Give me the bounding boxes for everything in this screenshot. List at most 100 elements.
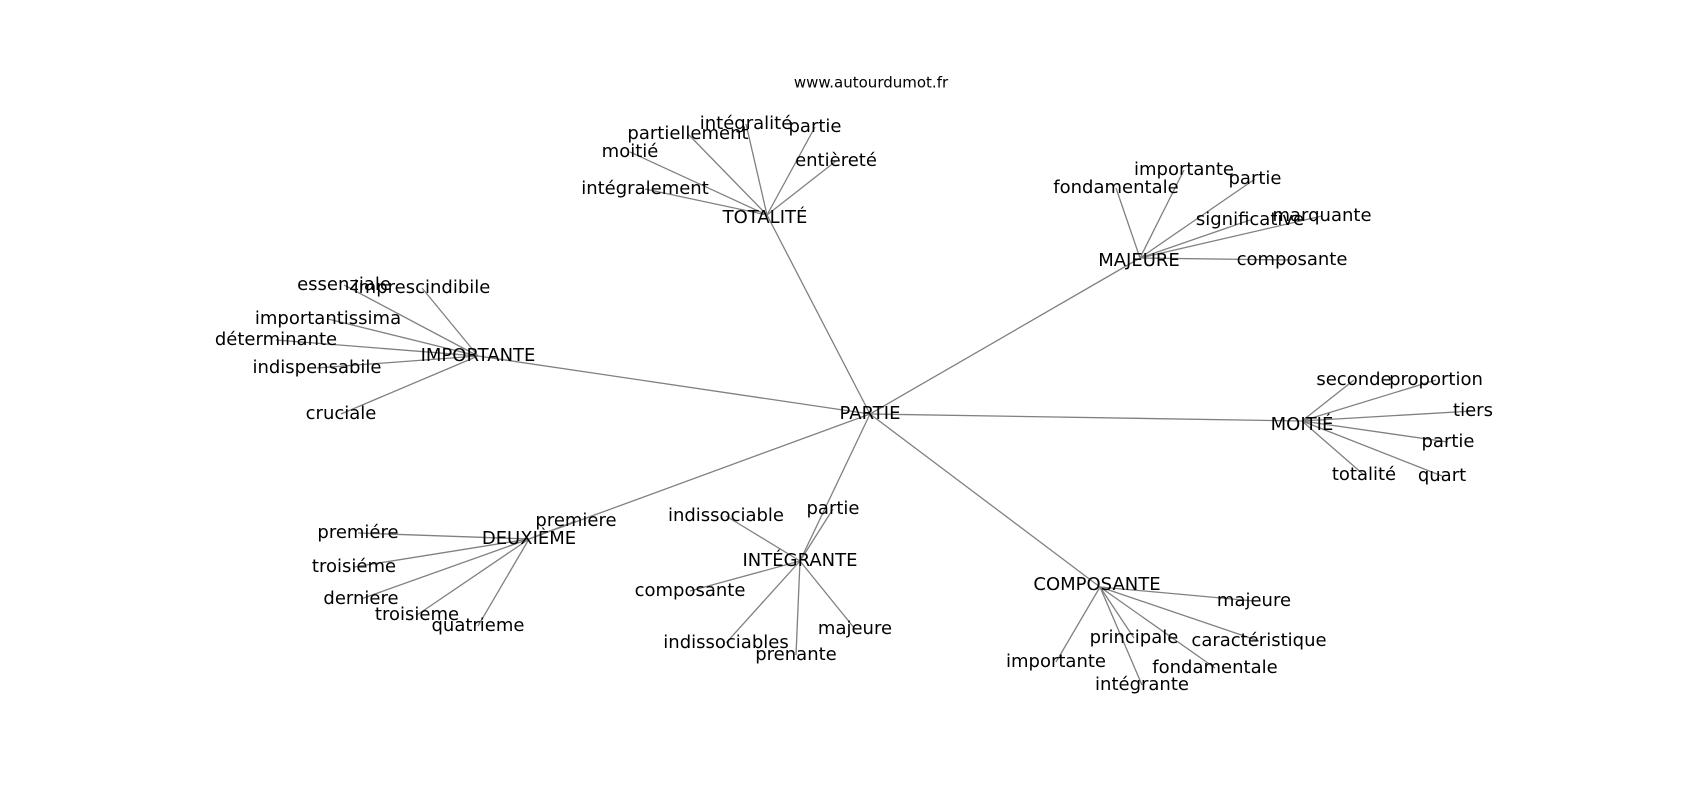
leaf-node-label: totalité: [1332, 464, 1396, 485]
root-node-label: PARTIE: [840, 403, 901, 424]
leaf-node-label: partiellement: [627, 123, 748, 144]
edge-hub-to-leaf: [766, 160, 837, 216]
edge-hub-to-leaf: [1139, 257, 1293, 261]
leaf-node-label: indissociables: [663, 632, 788, 653]
leaf-node-label: prenante: [755, 644, 836, 665]
hub-node-label: INTÉGRANTE: [742, 549, 857, 571]
hub-node-label: DEUXIÈME: [482, 527, 576, 549]
leaf-node-label: intégralement: [581, 178, 709, 199]
edge-hub-to-leaf: [353, 538, 530, 568]
edge-hub-to-leaf: [416, 538, 530, 616]
leaf-node-label: moitié: [602, 141, 659, 162]
edge-hub-to-leaf: [357, 532, 530, 540]
hub-node-label: MOITIÉ: [1271, 413, 1334, 435]
edge-root-to-hub: [869, 257, 1141, 415]
leaf-node-label: marquante: [1272, 205, 1371, 226]
edge-root-to-hub: [799, 413, 871, 562]
edge-hub-to-leaf: [1139, 169, 1185, 259]
edge-hub-to-leaf: [687, 133, 768, 216]
edge-hub-to-leaf: [1099, 586, 1255, 602]
edge-hub-to-leaf: [360, 538, 530, 600]
leaf-node-label: importante: [1134, 159, 1234, 180]
leaf-node-label: intégrante: [1095, 674, 1189, 695]
leaf-node-label: partie: [1422, 431, 1475, 452]
edge-hub-to-leaf: [1099, 586, 1143, 686]
leaf-node-label: significative: [1196, 209, 1304, 230]
edge-hub-to-leaf: [1301, 420, 1443, 477]
edge-root-to-hub: [477, 355, 871, 415]
edge-hub-to-leaf: [327, 318, 479, 357]
edge-hub-to-leaf: [725, 515, 801, 562]
edge-hub-to-leaf: [477, 538, 530, 627]
edge-root-to-hub: [766, 214, 871, 415]
edge-hub-to-leaf: [1139, 219, 1251, 259]
leaf-node-label: majeure: [1217, 590, 1291, 611]
edge-hub-to-leaf: [745, 123, 768, 216]
leaf-node-label: fondamentale: [1053, 177, 1178, 198]
hub-node-label: TOTALITÉ: [722, 206, 808, 228]
edge-hub-to-leaf: [1301, 379, 1437, 422]
edge-hub-to-leaf: [1099, 586, 1135, 639]
leaf-node-label: composante: [1237, 249, 1348, 270]
source-label: www.autourdumot.fr: [794, 74, 949, 92]
edge-hub-to-leaf: [1301, 420, 1365, 476]
leaf-node-label: importante: [1006, 651, 1106, 672]
edge-hub-to-leaf: [795, 560, 801, 656]
leaf-node-label: partie: [789, 116, 842, 137]
edge-hub-to-leaf: [799, 560, 856, 630]
hub-node-label: COMPOSANTE: [1033, 574, 1160, 595]
leaf-node-label: premiére: [317, 522, 398, 543]
leaf-node-label: intégralité: [700, 113, 793, 134]
edge-hub-to-leaf: [316, 355, 479, 369]
edge-hub-to-leaf: [725, 560, 801, 644]
edge-root-to-hub: [528, 413, 871, 540]
leaf-node-label: partie: [807, 498, 860, 519]
leaf-node-label: imprescindibile: [354, 277, 491, 298]
leaf-node-label: derniere: [323, 588, 398, 609]
leaf-node-label: cruciale: [306, 403, 377, 424]
leaf-node-label: troisiéme: [312, 556, 396, 577]
edge-hub-to-leaf: [421, 287, 479, 357]
leaf-node-label: partie: [1229, 168, 1282, 189]
leaf-node-label: principale: [1090, 627, 1179, 648]
leaf-node-label: premiere: [535, 510, 616, 531]
leaf-node-label: quart: [1418, 465, 1466, 486]
edge-hub-to-leaf: [275, 339, 479, 357]
leaf-node-label: majeure: [818, 618, 892, 639]
leaf-node-label: quatrieme: [431, 615, 524, 636]
leaf-node-label: indissociable: [668, 505, 784, 526]
edge-hub-to-leaf: [1099, 586, 1260, 642]
edge-hub-to-leaf: [1139, 215, 1323, 259]
leaf-node-label: essenziale: [297, 274, 391, 295]
edge-hub-to-leaf: [340, 355, 479, 415]
edge-hub-to-leaf: [1055, 586, 1101, 663]
edge-hub-to-leaf: [1301, 379, 1355, 422]
edge-hub-to-leaf: [1099, 586, 1216, 669]
edge-hub-to-leaf: [689, 560, 801, 592]
edge-root-to-hub: [869, 413, 1303, 422]
leaf-node-label: déterminante: [215, 329, 337, 350]
leaf-node-label: fondamentale: [1152, 657, 1277, 678]
hub-node-label: MAJEURE: [1098, 250, 1180, 271]
leaf-node-label: proportion: [1389, 369, 1483, 390]
leaf-node-label: importantissima: [255, 308, 401, 329]
edge-hub-to-leaf: [1301, 410, 1474, 422]
edge-hub-to-leaf: [343, 284, 479, 357]
edge-hub-to-leaf: [799, 508, 834, 562]
edge-hub-to-leaf: [644, 188, 768, 216]
leaf-node-label: troisieme: [375, 604, 459, 625]
leaf-node-label: entièreté: [795, 150, 877, 171]
edge-hub-to-leaf: [1301, 420, 1449, 443]
edge-hub-to-leaf: [766, 126, 816, 216]
leaf-node-label: indispensabile: [252, 357, 381, 378]
leaf-node-label: composante: [635, 580, 746, 601]
edge-hub-to-leaf: [1115, 187, 1141, 259]
leaf-node-label: caractéristique: [1191, 630, 1326, 651]
leaf-node-label: tiers: [1453, 400, 1493, 421]
edge-hub-to-leaf: [1139, 178, 1256, 259]
leaf-node-label: seconde: [1316, 369, 1391, 390]
edge-hub-to-leaf: [629, 151, 768, 216]
edge-root-to-hub: [869, 413, 1101, 588]
